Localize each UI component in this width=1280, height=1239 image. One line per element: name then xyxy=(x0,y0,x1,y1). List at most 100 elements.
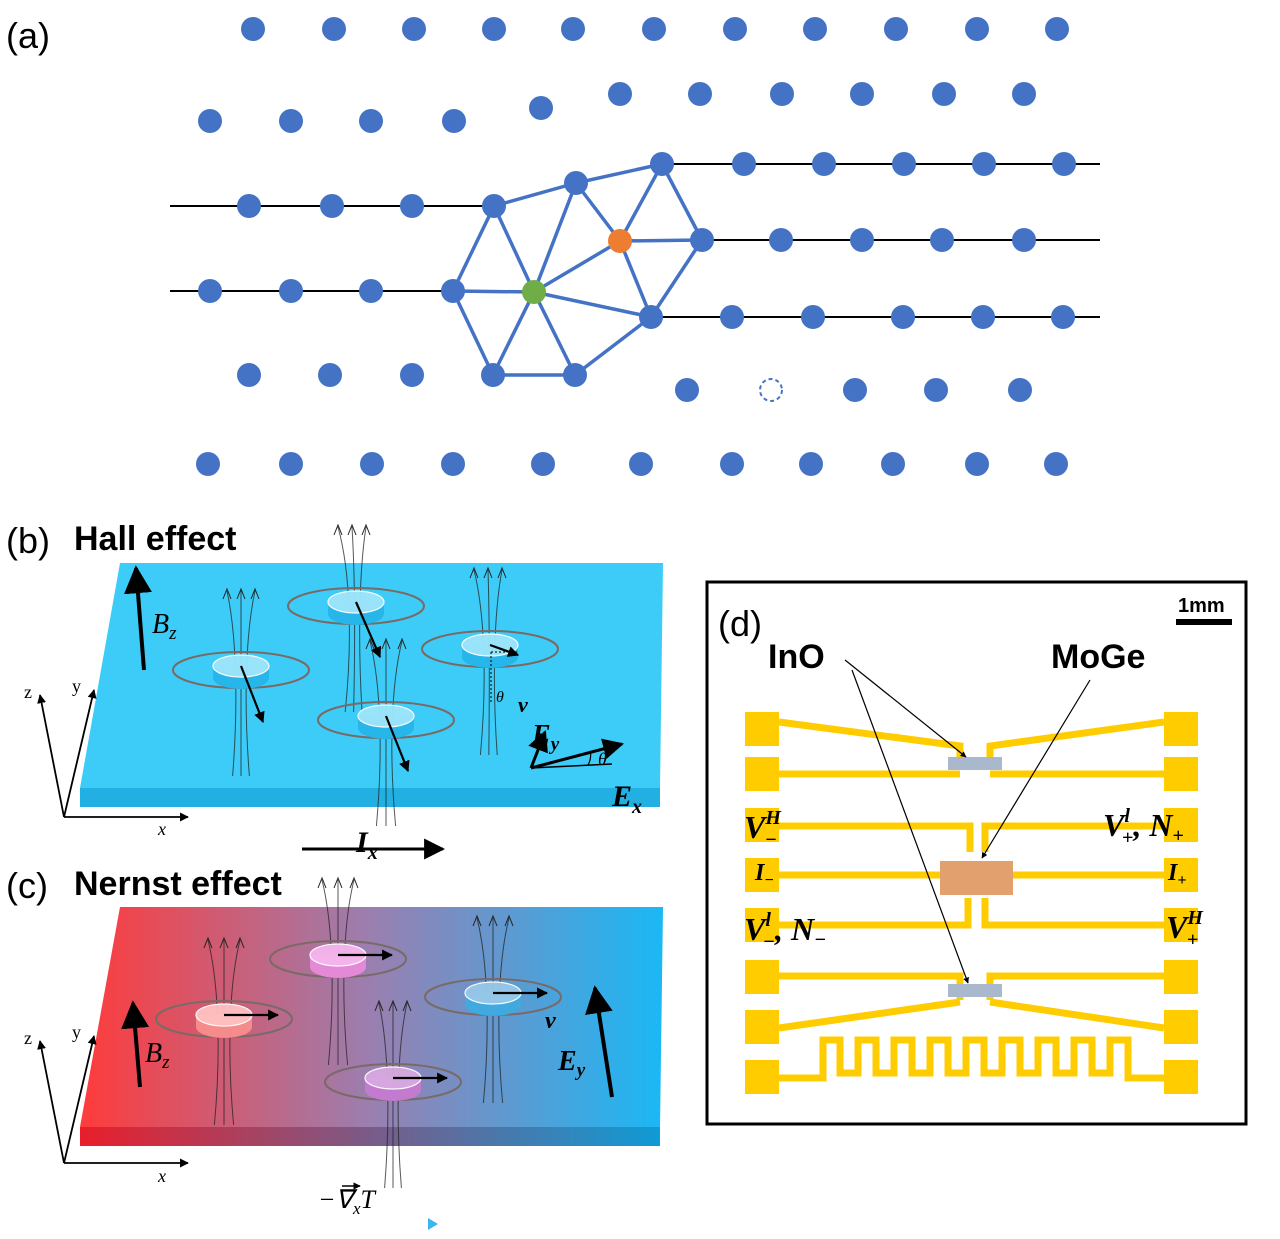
vortex xyxy=(317,637,455,827)
hall-ix-label: Ix xyxy=(355,826,378,864)
nernst-gradient-arrow-head xyxy=(428,1218,438,1230)
lattice-atom xyxy=(690,228,714,252)
nernst-axes xyxy=(37,1035,189,1168)
nernst-axis-x: x xyxy=(157,1166,166,1186)
hall-bz-label: Bz xyxy=(152,609,177,644)
nernst-ey-label: Ey xyxy=(557,1046,586,1081)
nernst-v-label: v xyxy=(545,1008,556,1034)
nernst-plate xyxy=(80,907,663,1127)
vortex xyxy=(287,523,425,713)
panel-c-label: (c) xyxy=(6,865,48,906)
chip-frame xyxy=(705,580,1248,1126)
lattice-atom xyxy=(801,305,825,329)
lattice-atom xyxy=(720,305,744,329)
pad-right-3 xyxy=(1164,808,1198,842)
lattice-atom xyxy=(279,279,303,303)
lattice-atom xyxy=(322,17,346,41)
pad-left-7 xyxy=(745,1010,779,1044)
vortex xyxy=(324,999,462,1189)
pad-left-2 xyxy=(745,757,779,791)
hall-axis-y: y xyxy=(72,676,81,696)
pad-right-1 xyxy=(1164,712,1198,746)
lattice-atom xyxy=(629,452,653,476)
hall-plate-edge xyxy=(80,788,660,807)
hall-ey-arrow xyxy=(528,730,548,769)
lattice-atom xyxy=(237,363,261,387)
ino-label: InO xyxy=(768,638,825,676)
lattice-atom xyxy=(279,452,303,476)
lattice-dots xyxy=(196,17,1076,476)
lattice-atom xyxy=(639,305,663,329)
scale-bar-label: 1mm xyxy=(1178,595,1225,617)
hall-angle-arc xyxy=(587,750,592,766)
lattice-atom xyxy=(482,17,506,41)
lattice-atom xyxy=(481,363,505,387)
defect-atom-green xyxy=(522,280,546,304)
vortex xyxy=(155,936,293,1126)
lattice-atom xyxy=(930,228,954,252)
lattice-atom xyxy=(642,17,666,41)
panel-c: (c) Nernst effect Bz Ey v −∇xT z y x xyxy=(6,865,663,1230)
pad-left-1 xyxy=(745,712,779,746)
lattice-atom xyxy=(1045,17,1069,41)
chip-traces xyxy=(778,718,1165,1082)
lattice-atom xyxy=(360,452,384,476)
lattice-atom xyxy=(442,109,466,133)
hall-axis-x: x xyxy=(157,819,166,839)
lattice-atom xyxy=(723,17,747,41)
defect-atom-orange xyxy=(608,229,632,253)
lattice-atom xyxy=(803,17,827,41)
pad-right-6 xyxy=(1164,960,1198,994)
lattice-atom xyxy=(688,82,712,106)
vortex xyxy=(172,587,310,777)
lattice-atom xyxy=(529,96,553,120)
label-vh-plus: VH+ xyxy=(1166,907,1204,951)
lattice-atom xyxy=(884,17,908,41)
pad-left-4 xyxy=(745,858,779,892)
panel-b-label: (b) xyxy=(6,520,50,561)
lattice-atom xyxy=(881,452,905,476)
pad-right-7 xyxy=(1164,1010,1198,1044)
lattice-atom xyxy=(891,305,915,329)
lattice-atom xyxy=(675,378,699,402)
nernst-grad-label: −∇xT xyxy=(318,1185,376,1218)
defect-bonds xyxy=(451,162,704,377)
pad-left-6 xyxy=(745,960,779,994)
lattice-atom xyxy=(850,82,874,106)
hall-ex-ref-line xyxy=(530,763,613,769)
hall-theta-label-2: θ xyxy=(598,749,607,769)
ino-sample-top xyxy=(948,757,1002,770)
lattice-atom xyxy=(318,363,342,387)
lattice-atom xyxy=(965,452,989,476)
lattice-atom xyxy=(441,452,465,476)
lattice-atom xyxy=(932,82,956,106)
panel-b-title: Hall effect xyxy=(74,520,237,558)
pad-right-5 xyxy=(1164,908,1198,942)
lattice-atom xyxy=(359,109,383,133)
label-vl-minus: Vl−, N− xyxy=(744,909,826,953)
panel-d-label: (d) xyxy=(718,603,762,644)
hall-plate xyxy=(80,563,663,788)
lattice-atom xyxy=(924,378,948,402)
lattice-atom xyxy=(196,452,220,476)
vortex xyxy=(269,876,407,1066)
panel-a: (a) xyxy=(6,15,1100,476)
label-i-minus: I− xyxy=(754,860,774,889)
lattice-atom xyxy=(237,194,261,218)
lattice-atom xyxy=(198,279,222,303)
lattice-atom xyxy=(400,363,424,387)
lattice-atom xyxy=(441,279,465,303)
pad-right-8 xyxy=(1164,1060,1198,1094)
hall-bz-arrow xyxy=(124,565,152,671)
pad-left-5 xyxy=(745,908,779,942)
panel-b: (b) Hall effect Bz θ Ey Ex v θ Ix z y xyxy=(6,520,663,864)
lattice-atom xyxy=(770,82,794,106)
lattice-atom xyxy=(769,228,793,252)
nernst-bz-arrow xyxy=(121,1000,150,1088)
hall-theta-label: θ xyxy=(496,689,504,706)
lattice-atom xyxy=(1008,378,1032,402)
lattice-atom xyxy=(965,17,989,41)
lattice-atom xyxy=(1044,452,1068,476)
lattice-atom xyxy=(972,152,996,176)
label-vh-minus: VH− xyxy=(744,807,782,851)
